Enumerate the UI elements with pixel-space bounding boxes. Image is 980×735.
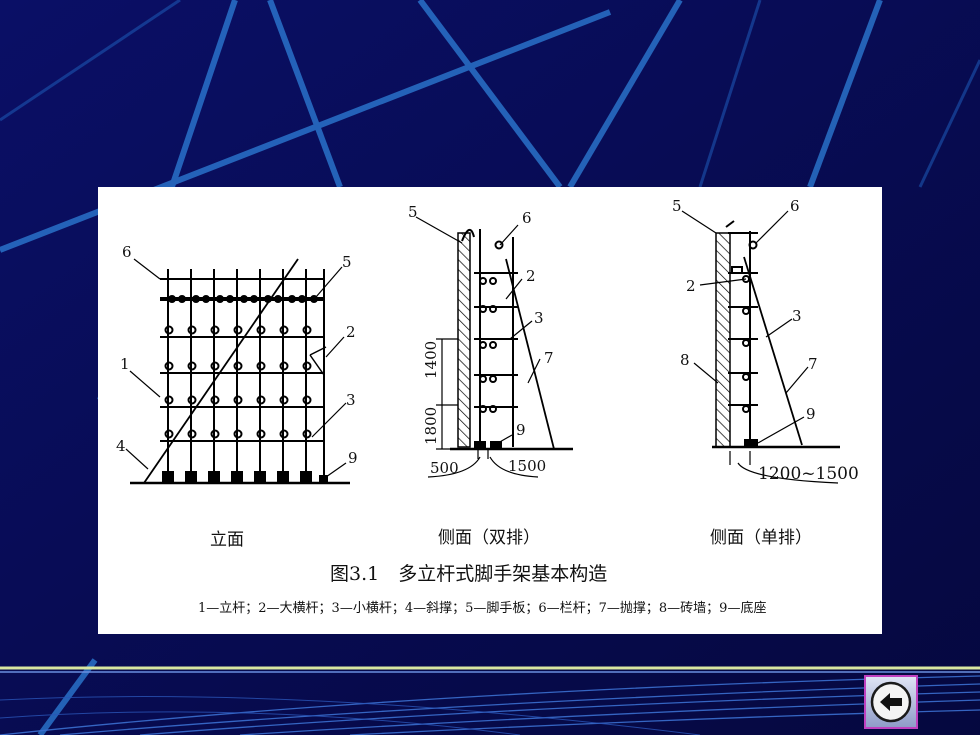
figure-legend: 1—立杆；2—大横杆；3—小横杆；4—斜撑；5—脚手板；6—栏杆；7—抛撑；8—… xyxy=(198,601,767,616)
label-3: 3 xyxy=(346,391,356,409)
label-6c: 6 xyxy=(790,197,800,215)
dim-500: 500 xyxy=(430,459,459,477)
label-5b: 5 xyxy=(408,203,418,221)
label-7c: 7 xyxy=(808,355,818,373)
label-5c: 5 xyxy=(672,197,682,215)
label-3c: 3 xyxy=(792,307,802,325)
back-button[interactable] xyxy=(864,675,918,729)
elevation-leaders xyxy=(125,258,347,478)
label-2c: 2 xyxy=(686,277,696,295)
label-9: 9 xyxy=(348,449,358,467)
side-view-single: 5 6 2 3 8 7 9 1200~1500 xyxy=(672,197,859,484)
label-2: 2 xyxy=(346,323,356,341)
dim-1500: 1500 xyxy=(508,457,546,475)
label-5: 5 xyxy=(342,253,352,271)
label-9c: 9 xyxy=(806,405,816,423)
dim-1200-1500: 1200~1500 xyxy=(758,464,859,484)
label-6b: 6 xyxy=(522,209,532,227)
label-6: 6 xyxy=(122,243,132,261)
label-1: 1 xyxy=(120,355,130,373)
caption-elevation: 立面 xyxy=(210,530,244,550)
caption-side-double: 侧面（双排） xyxy=(438,528,540,548)
side-view-double: 5 6 2 3 7 9 1400 1800 500 1500 xyxy=(408,203,573,478)
elevation-view xyxy=(130,258,350,485)
scaffold-drawing: 6 5 1 2 3 4 9 xyxy=(116,197,859,485)
label-8c: 8 xyxy=(680,351,690,369)
dim-1400: 1400 xyxy=(422,341,440,379)
caption-side-single: 侧面（单排） xyxy=(710,528,812,548)
figure-title: 图3.1 多立杆式脚手架基本构造 xyxy=(330,563,608,585)
elevation-clamps xyxy=(164,295,318,439)
label-4: 4 xyxy=(116,437,126,455)
label-9b: 9 xyxy=(516,421,526,439)
elevation-labels: 6 5 1 2 3 4 9 xyxy=(116,243,358,467)
arrow-left-icon xyxy=(870,681,912,723)
elevation-bases xyxy=(162,471,328,483)
scaffold-figure: 6 5 1 2 3 4 9 xyxy=(98,187,882,634)
dim-1800: 1800 xyxy=(422,407,440,445)
label-7b: 7 xyxy=(544,349,554,367)
label-2b: 2 xyxy=(526,267,536,285)
label-3b: 3 xyxy=(534,309,544,327)
